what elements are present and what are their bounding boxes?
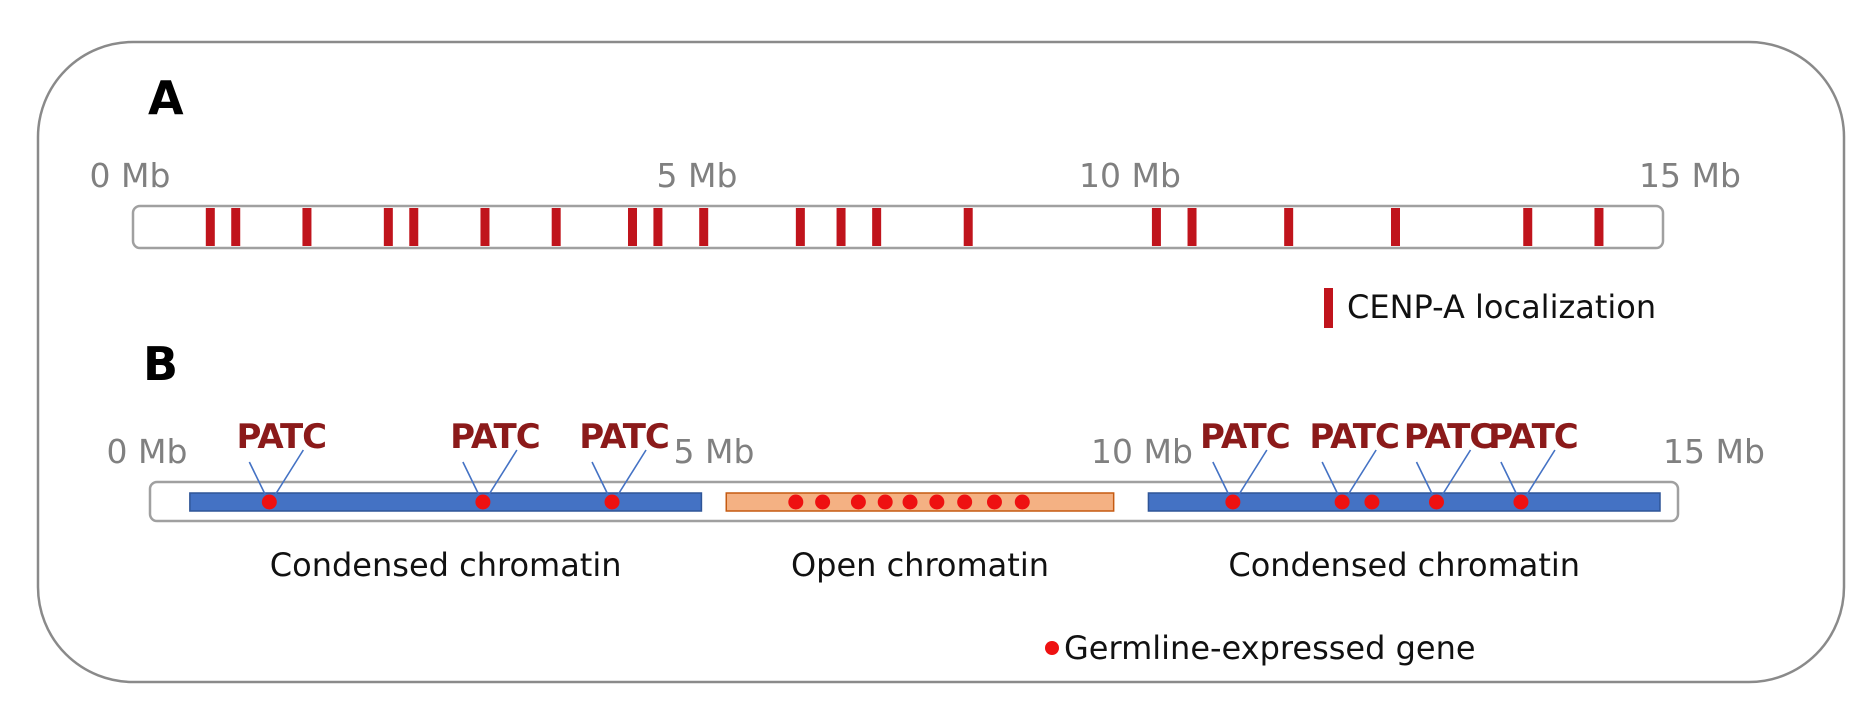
panel-a-cenp-a-marks xyxy=(205,208,1604,246)
patc-pointer-line xyxy=(1321,461,1342,502)
figure-frame xyxy=(36,40,1846,684)
patc-pointer-line xyxy=(1522,449,1556,502)
cenp-a-mark xyxy=(302,208,312,246)
cenp-a-mark xyxy=(409,208,419,246)
panel-a-axis-ticks: 0 Mb 5 Mb 10 Mb 15 Mb xyxy=(90,156,1741,195)
cenp-a-mark xyxy=(795,208,805,246)
cenp-a-mark xyxy=(699,208,709,246)
cenp-a-mark xyxy=(1523,208,1533,246)
panel-b-tick-label: 10 Mb xyxy=(1091,432,1193,471)
germline-gene-dot xyxy=(1334,494,1350,510)
cenp-a-mark xyxy=(205,208,215,246)
region-label: Condensed chromatin xyxy=(1228,546,1580,584)
germline-gene-dot xyxy=(1513,494,1529,510)
patc-label: PATC xyxy=(450,417,540,457)
panel-b-letter: B xyxy=(143,337,178,391)
panel-a-tick-label: 0 Mb xyxy=(90,156,171,195)
panel-a-tick-label: 5 Mb xyxy=(657,156,738,195)
panel-b-tick-label: 0 Mb xyxy=(107,432,188,471)
germline-gene-dot xyxy=(877,494,893,510)
cenp-a-mark xyxy=(872,208,882,246)
gene-legend-label: Germline-expressed gene xyxy=(1064,629,1476,667)
germline-gene-dot xyxy=(957,494,973,510)
germline-gene-dot xyxy=(788,494,804,510)
patc-pointer-line xyxy=(1415,461,1437,502)
patc-pointer-line xyxy=(1212,461,1233,502)
cenp-a-mark xyxy=(1284,208,1294,246)
panel-a-legend: CENP-A localization xyxy=(1324,288,1656,328)
cenp-a-mark xyxy=(653,208,663,246)
germline-gene-dot xyxy=(604,494,620,510)
germline-gene-dot xyxy=(815,494,831,510)
panel-b-region-labels: Condensed chromatin Open chromatin Condens… xyxy=(270,546,1580,584)
cenp-a-mark xyxy=(480,208,490,246)
patc-label: PATC xyxy=(237,417,327,457)
panel-a-letter: A xyxy=(148,71,184,125)
panel-a: A 0 Mb 5 Mb 10 Mb 15 Mb CENP-A localization xyxy=(90,71,1741,328)
panel-b-legend: Germline-expressed gene xyxy=(1045,629,1476,667)
germline-gene-dot xyxy=(1429,494,1444,510)
germline-gene-dot xyxy=(475,494,491,510)
germline-gene-dot xyxy=(1364,494,1380,510)
germline-gene-dot xyxy=(902,494,918,510)
patc-pointer-line xyxy=(1500,461,1521,502)
condensed-chromatin-region xyxy=(1147,492,1661,512)
patc-pointer-line xyxy=(1343,449,1377,502)
patc-label: PATC xyxy=(579,417,669,457)
cenp-a-mark xyxy=(627,208,637,246)
patc-pointer-line xyxy=(270,449,305,502)
patc-label: PATC xyxy=(1488,417,1578,457)
panel-b-axis-ticks: 0 Mb 5 Mb 10 Mb 15 Mb xyxy=(107,432,1765,471)
panel-b-tick-label: 15 Mb xyxy=(1663,432,1765,471)
cenp-a-mark xyxy=(231,208,241,246)
cenp-a-mark xyxy=(1187,208,1197,246)
cenp-a-mark xyxy=(383,208,393,246)
region-label: Condensed chromatin xyxy=(270,546,622,584)
gene-legend-dot xyxy=(1045,641,1059,655)
panel-a-tick-label: 15 Mb xyxy=(1639,156,1741,195)
germline-gene-dot xyxy=(261,494,277,510)
patc-pointer-line xyxy=(462,461,483,502)
germline-gene-dot xyxy=(1225,494,1241,510)
cenp-a-legend-swatch xyxy=(1324,288,1333,328)
patc-pointer-line xyxy=(248,461,270,502)
patc-pointer-line xyxy=(1234,449,1268,502)
patc-pointer-line xyxy=(1437,449,1472,502)
cenp-a-mark xyxy=(1594,208,1604,246)
cenp-a-mark xyxy=(1390,208,1400,246)
panel-a-chromosome-bar xyxy=(131,204,1665,250)
patc-pointer-line xyxy=(484,449,518,502)
panel-b-tick-label: 5 Mb xyxy=(674,432,755,471)
region-label: Open chromatin xyxy=(791,546,1049,584)
condensed-chromatin-region xyxy=(189,492,703,512)
cenp-a-mark xyxy=(836,208,846,246)
patc-pointer-line xyxy=(613,449,647,502)
cenp-a-mark xyxy=(1151,208,1161,246)
patc-label: PATC xyxy=(1404,417,1494,457)
germline-gene-dot xyxy=(929,494,945,510)
cenp-a-legend-label: CENP-A localization xyxy=(1347,288,1656,326)
patc-label: PATC xyxy=(1200,417,1290,457)
germline-gene-dot xyxy=(986,494,1002,510)
panel-b-germline-genes xyxy=(261,494,1529,510)
cenp-a-mark xyxy=(963,208,973,246)
germline-gene-dot xyxy=(850,494,866,510)
germline-gene-dot xyxy=(1014,494,1030,510)
patc-pointer-line xyxy=(591,461,612,502)
open-chromatin-region xyxy=(725,492,1115,512)
panel-a-tick-label: 10 Mb xyxy=(1079,156,1181,195)
cenp-a-mark xyxy=(551,208,561,246)
patc-label: PATC xyxy=(1309,417,1399,457)
